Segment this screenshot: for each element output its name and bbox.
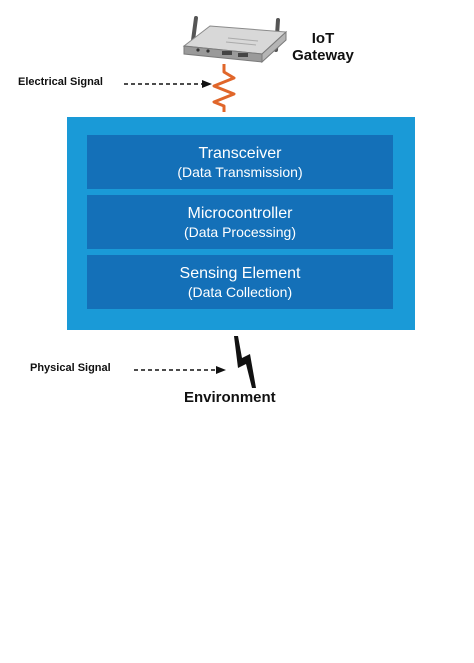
layer-transceiver: Transceiver (Data Transmission) [87, 135, 393, 189]
layer-subtitle: (Data Transmission) [177, 163, 303, 180]
electrical-signal-label: Electrical Signal [18, 76, 103, 88]
sensor-node: Transceiver (Data Transmission) Microcon… [67, 117, 415, 330]
gateway-label-line1: IoT [311, 30, 335, 47]
layer-subtitle: (Data Processing) [183, 223, 297, 240]
layer-microcontroller: Microcontroller (Data Processing) [87, 195, 393, 249]
physical-signal-label: Physical Signal [30, 362, 111, 374]
layer-title: Transceiver [198, 144, 282, 162]
gateway-label-line2: Gateway [292, 47, 354, 64]
router-icon [182, 16, 288, 64]
gateway-label: IoT Gateway [278, 30, 368, 64]
layer-title: Microcontroller [187, 204, 293, 222]
layer-subtitle: (Data Collection) [187, 283, 293, 300]
electrical-signal-arrow [124, 80, 212, 88]
lightning-bolt-icon [234, 336, 256, 388]
electrical-wave-icon [212, 64, 236, 112]
environment-label: Environment [184, 389, 276, 406]
layer-sensing-element: Sensing Element (Data Collection) [87, 255, 393, 309]
layer-title: Sensing Element [179, 264, 301, 282]
physical-signal-arrow [134, 366, 226, 374]
